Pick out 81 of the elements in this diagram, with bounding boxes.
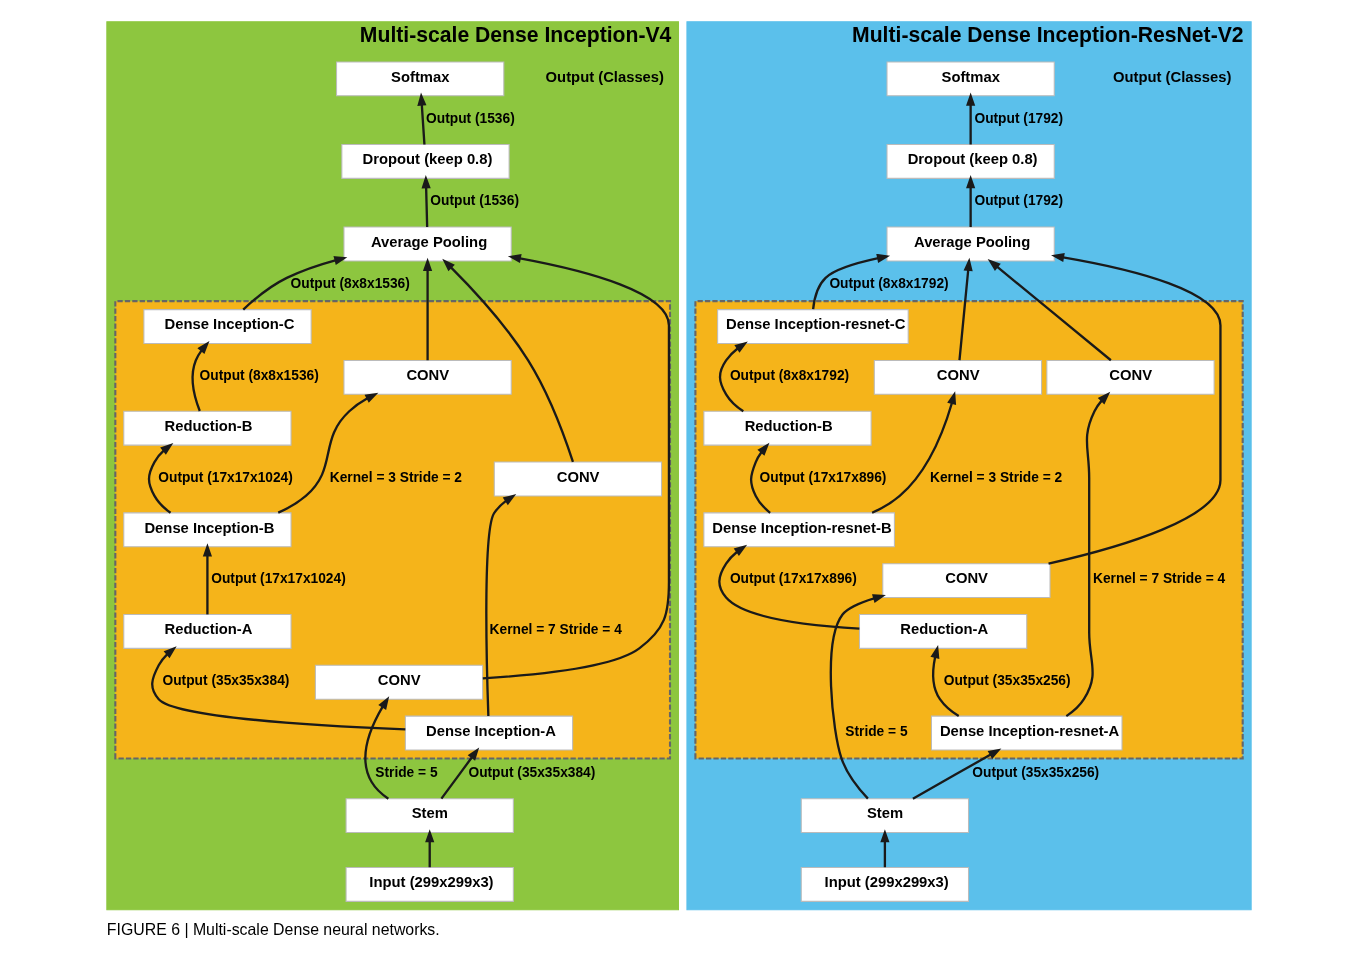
arrow xyxy=(871,390,956,514)
node-box: Dense Inception-B xyxy=(122,511,292,547)
node-box: CONV xyxy=(493,461,662,496)
node-box: Dropout (keep 0.8) xyxy=(886,143,1055,179)
arrow xyxy=(1047,252,1222,565)
edge-label: Kernel = 3 Stride = 2 xyxy=(929,469,1062,485)
arrow xyxy=(363,695,389,800)
node-box: Softmax xyxy=(886,60,1055,96)
arrow xyxy=(987,258,1112,361)
arrow xyxy=(421,174,431,227)
arrow xyxy=(422,257,432,360)
arrow xyxy=(879,828,889,867)
arrow xyxy=(424,828,434,867)
node-box: Stem xyxy=(800,797,969,833)
arrow xyxy=(965,92,975,144)
arrow xyxy=(484,493,516,716)
arrow xyxy=(191,340,209,411)
arrow xyxy=(929,644,959,717)
arrow xyxy=(482,253,670,679)
node-box: Dense Inception-resnet-C xyxy=(716,308,909,344)
edge-label: Output (17x17x1024) xyxy=(157,469,293,485)
node-box: Input (299x299x3) xyxy=(800,866,969,902)
arrow xyxy=(717,544,859,630)
arrow xyxy=(965,174,975,227)
node-box: Input (299x299x3) xyxy=(345,866,514,902)
edge-label: Output (17x17x1024) xyxy=(210,570,346,586)
edge-label: Output (8x8x1792) xyxy=(729,367,849,383)
arrow xyxy=(241,255,347,310)
arrow xyxy=(277,392,378,514)
node-box: Softmax xyxy=(335,60,504,96)
edge-label: Stride = 5 xyxy=(374,764,438,780)
arrow xyxy=(202,542,212,614)
arrow xyxy=(147,442,173,514)
arrow xyxy=(829,593,886,799)
edge-label: Kernel = 7 Stride = 4 xyxy=(489,621,622,637)
node-box: Average Pooling xyxy=(342,226,512,261)
edge-label: Output (8x8x1536) xyxy=(290,275,410,291)
edge-label: Output (35x35x256) xyxy=(971,764,1099,780)
edge-label: Output (1792) xyxy=(973,192,1063,208)
arrow xyxy=(150,645,405,731)
node-box: Reduction-A xyxy=(858,613,1027,649)
node-box: Reduction-A xyxy=(122,613,292,649)
edge-label: Output (1536) xyxy=(429,192,519,208)
node-box: Average Pooling xyxy=(886,226,1055,261)
caption: FIGURE 6 | Multi-scale Dense neural networks. xyxy=(106,920,440,938)
arrow xyxy=(749,442,771,514)
edge-label: Output (1792) xyxy=(973,110,1063,126)
arrow xyxy=(911,748,1001,800)
node-box: CONV xyxy=(1045,359,1215,395)
node-box: Dropout (keep 0.8) xyxy=(340,143,510,179)
node-box: CONV xyxy=(314,664,483,700)
node-box: Dense Inception-resnet-B xyxy=(702,511,895,547)
edge-label: Output (35x35x384) xyxy=(162,672,289,688)
arrow xyxy=(811,253,890,309)
node-box: CONV xyxy=(881,562,1051,598)
arrow xyxy=(440,746,479,799)
arrow xyxy=(718,341,748,412)
node-box: Reduction-B xyxy=(122,410,292,446)
edge-label: Output (8x8x1792) xyxy=(828,275,949,291)
edge-label: Kernel = 3 Stride = 2 xyxy=(329,469,462,485)
arrow xyxy=(957,257,973,360)
node-box: Reduction-B xyxy=(702,410,872,446)
edge-label: Stride = 5 xyxy=(844,723,908,739)
node-box: CONV xyxy=(342,359,512,395)
node-box: Dense Inception-C xyxy=(142,308,312,344)
edge-label: Output (17x17x896) xyxy=(729,570,857,586)
edge-label: Output (1536) xyxy=(425,110,515,126)
node-box: Stem xyxy=(345,797,514,833)
arrow xyxy=(441,258,574,462)
label: Output (Classes) xyxy=(545,68,664,85)
node-box: CONV xyxy=(873,359,1042,395)
arrow xyxy=(416,92,426,145)
edge-label: Output (35x35x384) xyxy=(467,764,595,780)
edge-label: Kernel = 7 Stride = 4 xyxy=(1092,570,1225,586)
edge-label: Output (17x17x896) xyxy=(759,469,886,485)
label: Output (Classes) xyxy=(1112,68,1231,85)
node-box: Dense Inception-resnet-A xyxy=(930,715,1123,750)
edge-label: Output (35x35x256) xyxy=(943,672,1071,688)
arrow xyxy=(1065,391,1110,717)
edge-label: Output (8x8x1536) xyxy=(199,367,319,383)
node-box: Dense Inception-A xyxy=(404,715,573,750)
